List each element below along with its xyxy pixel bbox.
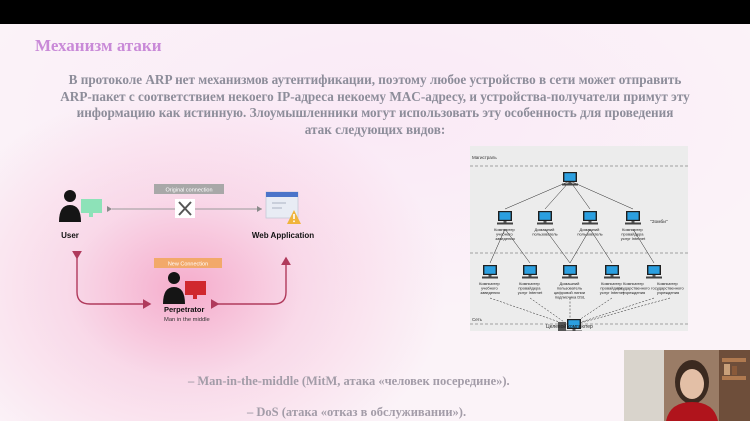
warning-icon [287,210,301,224]
row1-label: Компьютер провайдера услуг Internet [621,227,646,241]
row1-computer-icon [497,211,513,225]
original-connection-tag [154,184,224,194]
row2-label: Компьютер учебного заведения [479,281,501,295]
zombie-label: "Зомби" [650,219,668,225]
presenter-video-frame [624,350,750,421]
intro-line: информацию как истинную. Злоумышленники … [76,105,674,120]
intro-line: ARP-пакет с соответствием некоего IP-адр… [60,88,690,104]
web-application-icon [265,191,299,219]
presenter-webcam-video [624,350,750,421]
row2-computer-icon [562,265,578,279]
slide-title: Механизм атаки [35,36,162,55]
presentation-slide: Механизм атаки В протоколе ARP нет механ… [0,24,750,421]
mitm-diagram: Original connection User [59,184,314,314]
web-application-label: Web Application [252,231,314,240]
bullet-mitm: – Man-in-the-middle (MitM, атака «челове… [188,374,510,388]
perpetrator-sublabel: Man in the middle [164,317,210,323]
perpetrator-icon [163,272,206,304]
target-computer-label: Целевой компьютер [546,324,593,330]
backbone-label: Магистраль [472,155,497,160]
row2-computer-icon [604,265,620,279]
row2-label: Домашний пользователь цифровой линии под… [554,281,586,300]
new-connection-tag [154,258,222,268]
intro-paragraph: В протоколе ARP нет механизмов аутентифи… [35,72,715,138]
row2-label: Компьютер провайдера услуг Internet [600,281,625,295]
row1-label: Домашний пользователь [532,227,557,237]
connection-lines [489,180,671,325]
row1-label: Компьютер учебного заведения [494,227,516,241]
row1-computer-icon [537,211,553,225]
intro-line: В протоколе ARP нет механизмов аутентифи… [68,72,682,87]
target-computer-icon [558,319,582,331]
row2-label: Компьютер провайдера услуг Internet [518,281,543,295]
row2-label: Компьютер государственного учреждения [617,281,651,295]
row1-computer-icon [582,211,598,225]
intro-line: атак следующих видов: [304,121,446,137]
perpetrator-to-webapp-arrow [211,256,291,309]
network-diagram-svg: Магистраль Сеть "Зомби" [470,155,688,331]
row2-label: Компьютер государственного учреждения [651,281,685,295]
bullet-dos: – DoS (атака «отказ в обслуживании»). [247,405,467,419]
user-to-perpetrator-arrow [72,251,152,309]
row1-label: Домашний пользователь [577,227,602,237]
user-label: User [61,231,79,240]
row2-computer-icon [482,265,498,279]
network-label: Сеть [472,317,483,322]
original-connection-text: Original connection [165,188,212,194]
perpetrator-label: Perpetrator [164,305,205,314]
ddos-network-diagram: Магистраль Сеть "Зомби" [470,146,688,331]
row2-computer-icon [646,265,662,279]
row2-computer-icon [522,265,538,279]
user-icon [59,190,102,222]
row1-computer-icon [625,211,641,225]
close-icon [178,201,192,216]
new-connection-text: New Connection [168,262,208,268]
